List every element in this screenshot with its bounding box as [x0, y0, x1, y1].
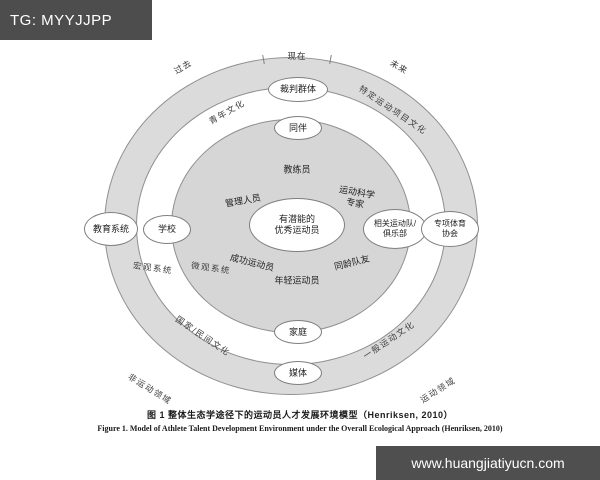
time-label-present: 现在	[287, 50, 307, 61]
node-center-athlete: 有潜能的 优秀运动员	[249, 198, 345, 252]
time-label-future: 未来	[388, 57, 410, 77]
ring-label-non-sport-domain: 非运动领域	[126, 371, 174, 407]
figure-caption-english: Figure 1. Model of Athlete Talent Develo…	[97, 424, 503, 433]
watermark-bottom: www.huangjiatiyucn.com	[376, 446, 600, 480]
node-special-sport-association: 专项体育 协会	[421, 211, 479, 247]
node-referee-group: 裁判群体	[268, 77, 328, 102]
label-young-athletes: 年轻运动员	[274, 275, 320, 286]
node-peers: 同伴	[274, 116, 322, 140]
node-family: 家庭	[274, 320, 322, 344]
node-education-system: 教育系统	[84, 212, 138, 246]
node-media: 媒体	[274, 361, 322, 385]
ring-label-sport-domain: 运动领域	[418, 375, 458, 405]
watermark-top-text: TG: MYYJJPP	[10, 11, 113, 29]
node-school: 学校	[143, 215, 191, 244]
time-label-past: 过去	[172, 57, 194, 77]
node-related-teams-clubs: 相关运动队/ 俱乐部	[363, 209, 427, 249]
watermark-top: TG: MYYJJPP	[0, 0, 152, 40]
label-coaches: 教练员	[283, 164, 311, 175]
figure-caption-chinese: 图 1 整体生态学途径下的运动员人才发展环境模型（Henriksen, 2010…	[146, 410, 454, 420]
watermark-bottom-text: www.huangjiatiyucn.com	[411, 455, 565, 471]
